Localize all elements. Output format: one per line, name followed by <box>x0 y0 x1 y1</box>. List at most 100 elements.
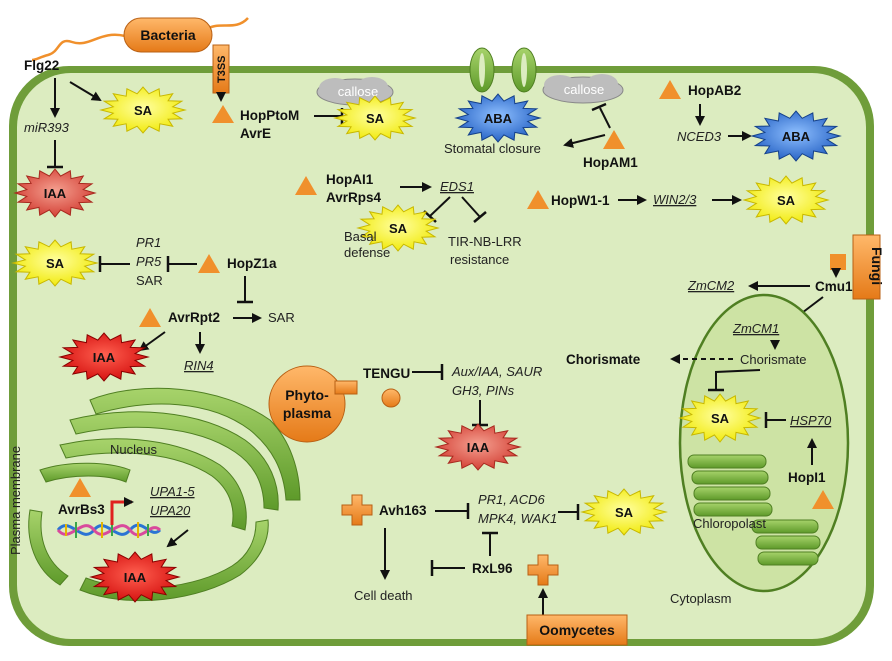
nucleus-label: Nucleus <box>110 442 157 457</box>
t3ss-label: T3SS <box>216 55 228 83</box>
hopw1-label: HopW1-1 <box>551 193 610 208</box>
sa-hormone-1: SA <box>99 86 187 134</box>
sar-label-2: SAR <box>268 310 295 325</box>
upa1-5-gene: UPA1-5 <box>150 484 195 499</box>
svg-text:callose: callose <box>338 84 378 99</box>
effector-triangle-hopi1 <box>812 490 834 509</box>
hsp70-gene: HSP70 <box>790 413 832 428</box>
cmu1-label: Cmu1 <box>815 279 853 294</box>
chloroplast-envelope <box>678 293 850 593</box>
basal-label: Basal <box>344 229 377 244</box>
promoter-arrow <box>110 497 134 525</box>
effector-triangle-hopz1a <box>198 254 220 273</box>
pr1-acd6-genes: PR1, ACD6 <box>478 492 545 507</box>
chorismate-inhibit-sa <box>715 369 761 390</box>
iaa-hormone-1: IAA <box>13 168 97 218</box>
chorismate-inner-label: Chorismate <box>740 352 806 367</box>
phytoplasma-label-1: Phyto- <box>285 387 329 403</box>
svg-text:ABA: ABA <box>484 111 513 126</box>
svg-text:IAA: IAA <box>93 350 116 365</box>
callose-cloud-1: callose <box>316 77 394 106</box>
svg-text:IAA: IAA <box>44 186 67 201</box>
defense-label: defense <box>344 245 390 260</box>
fungi-box <box>852 234 881 300</box>
iaa-hormone-2: IAA <box>58 332 150 382</box>
dna-helix <box>56 522 162 538</box>
rxl96-label: RxL96 <box>472 561 513 576</box>
eds1-inhibit-tir <box>461 196 481 218</box>
bacteria-flagellum <box>31 33 126 62</box>
win23-gene: WIN2/3 <box>653 192 697 207</box>
avre-label: AvrE <box>240 126 271 141</box>
hopam1-inhibit-bar <box>591 102 607 112</box>
phytoplasma-body <box>268 365 358 443</box>
eds1-inhibit-sa <box>429 196 451 217</box>
hopam1-to-stomatal <box>563 134 606 148</box>
avh163-effector-cross <box>341 494 373 526</box>
fungi-label: Fungi <box>869 247 885 285</box>
bacteria-shape: Bacteria <box>123 17 213 53</box>
eds1-gene: EDS1 <box>440 179 474 194</box>
stomata-guard-cells <box>469 47 537 93</box>
hopz1a-label: HopZ1a <box>227 256 277 271</box>
chorismate-outer-label: Chorismate <box>566 352 641 367</box>
rin4-gene: RIN4 <box>184 358 214 373</box>
gh3-pins-genes: GH3, PINs <box>452 383 515 398</box>
upa-to-iaa <box>166 529 189 548</box>
avrbs3-label: AvrBs3 <box>58 502 105 517</box>
aux-saur-genes: Aux/IAA, SAUR <box>451 364 542 379</box>
pr1-gene: PR1 <box>136 235 161 250</box>
bacteria-label: Bacteria <box>140 27 195 43</box>
flg22-label: Flg22 <box>24 58 59 73</box>
sar-label-1: SAR <box>136 273 163 288</box>
effector-triangle-hopam1 <box>603 130 625 149</box>
stomatal-closure-label: Stomatal closure <box>444 141 541 156</box>
sa-hormone-5: SA <box>11 239 99 287</box>
hopi1-label: HopI1 <box>788 470 826 485</box>
resistance-label: resistance <box>450 252 509 267</box>
sa-hormone-7: SA <box>678 393 762 443</box>
avrrpt2-label: AvrRpt2 <box>168 310 220 325</box>
rxl96-effector-cross <box>527 554 559 586</box>
mpk4-wak1-genes: MPK4, WAK1 <box>478 511 557 526</box>
callose-cloud-2: callose <box>542 74 624 104</box>
zmcm1-gene: ZmCM1 <box>732 321 779 336</box>
effector-triangle-hopptom <box>212 105 234 123</box>
cell-death-label: Cell death <box>354 588 413 603</box>
upa20-gene: UPA20 <box>150 503 191 518</box>
svg-text:ABA: ABA <box>782 129 811 144</box>
nced3-gene: NCED3 <box>677 129 722 144</box>
eds1-inhibit-tir-bar <box>473 211 487 223</box>
sa-hormone-2: SA <box>333 95 417 141</box>
chloroplast-thylakoids <box>687 454 821 566</box>
flg22-to-sa <box>69 81 102 102</box>
svg-text:SA: SA <box>134 103 153 118</box>
avrrps4-label: AvrRps4 <box>326 190 382 205</box>
avrrpt2-to-iaa <box>138 331 166 352</box>
nucleus-envelope <box>28 387 301 602</box>
oomycetes-box <box>526 614 628 646</box>
svg-text:callose: callose <box>564 82 604 97</box>
iaa-hormone-3: IAA <box>434 423 522 471</box>
svg-text:SA: SA <box>711 411 730 426</box>
phytoplasma-label-2: plasma <box>283 405 331 421</box>
oomycetes-label: Oomycetes <box>539 622 615 638</box>
sa-hormone-4: SA <box>742 175 830 225</box>
pr5-gene: PR5 <box>136 254 162 269</box>
hopai1-label: HopAI1 <box>326 172 374 187</box>
svg-text:SA: SA <box>366 111 385 126</box>
effector-triangle-avrbs3 <box>69 478 91 497</box>
bacteria-flagellum-2 <box>204 17 249 32</box>
mir393-gene: miR393 <box>24 120 70 135</box>
tir-nb-lrr-label: TIR-NB-LRR <box>448 234 522 249</box>
effector-triangle-hopai1 <box>295 176 317 195</box>
sa-hormone-6: SA <box>580 488 668 536</box>
plasma-membrane-label: Plasma membrane <box>8 446 23 555</box>
hopam1-inhibit-callose <box>599 107 611 129</box>
svg-text:IAA: IAA <box>124 570 147 585</box>
chloroplast-label: Chloropolast <box>693 516 766 531</box>
svg-text:IAA: IAA <box>467 440 490 455</box>
cytoplasm-label: Cytoplasm <box>670 591 731 606</box>
avh163-label: Avh163 <box>379 503 427 518</box>
